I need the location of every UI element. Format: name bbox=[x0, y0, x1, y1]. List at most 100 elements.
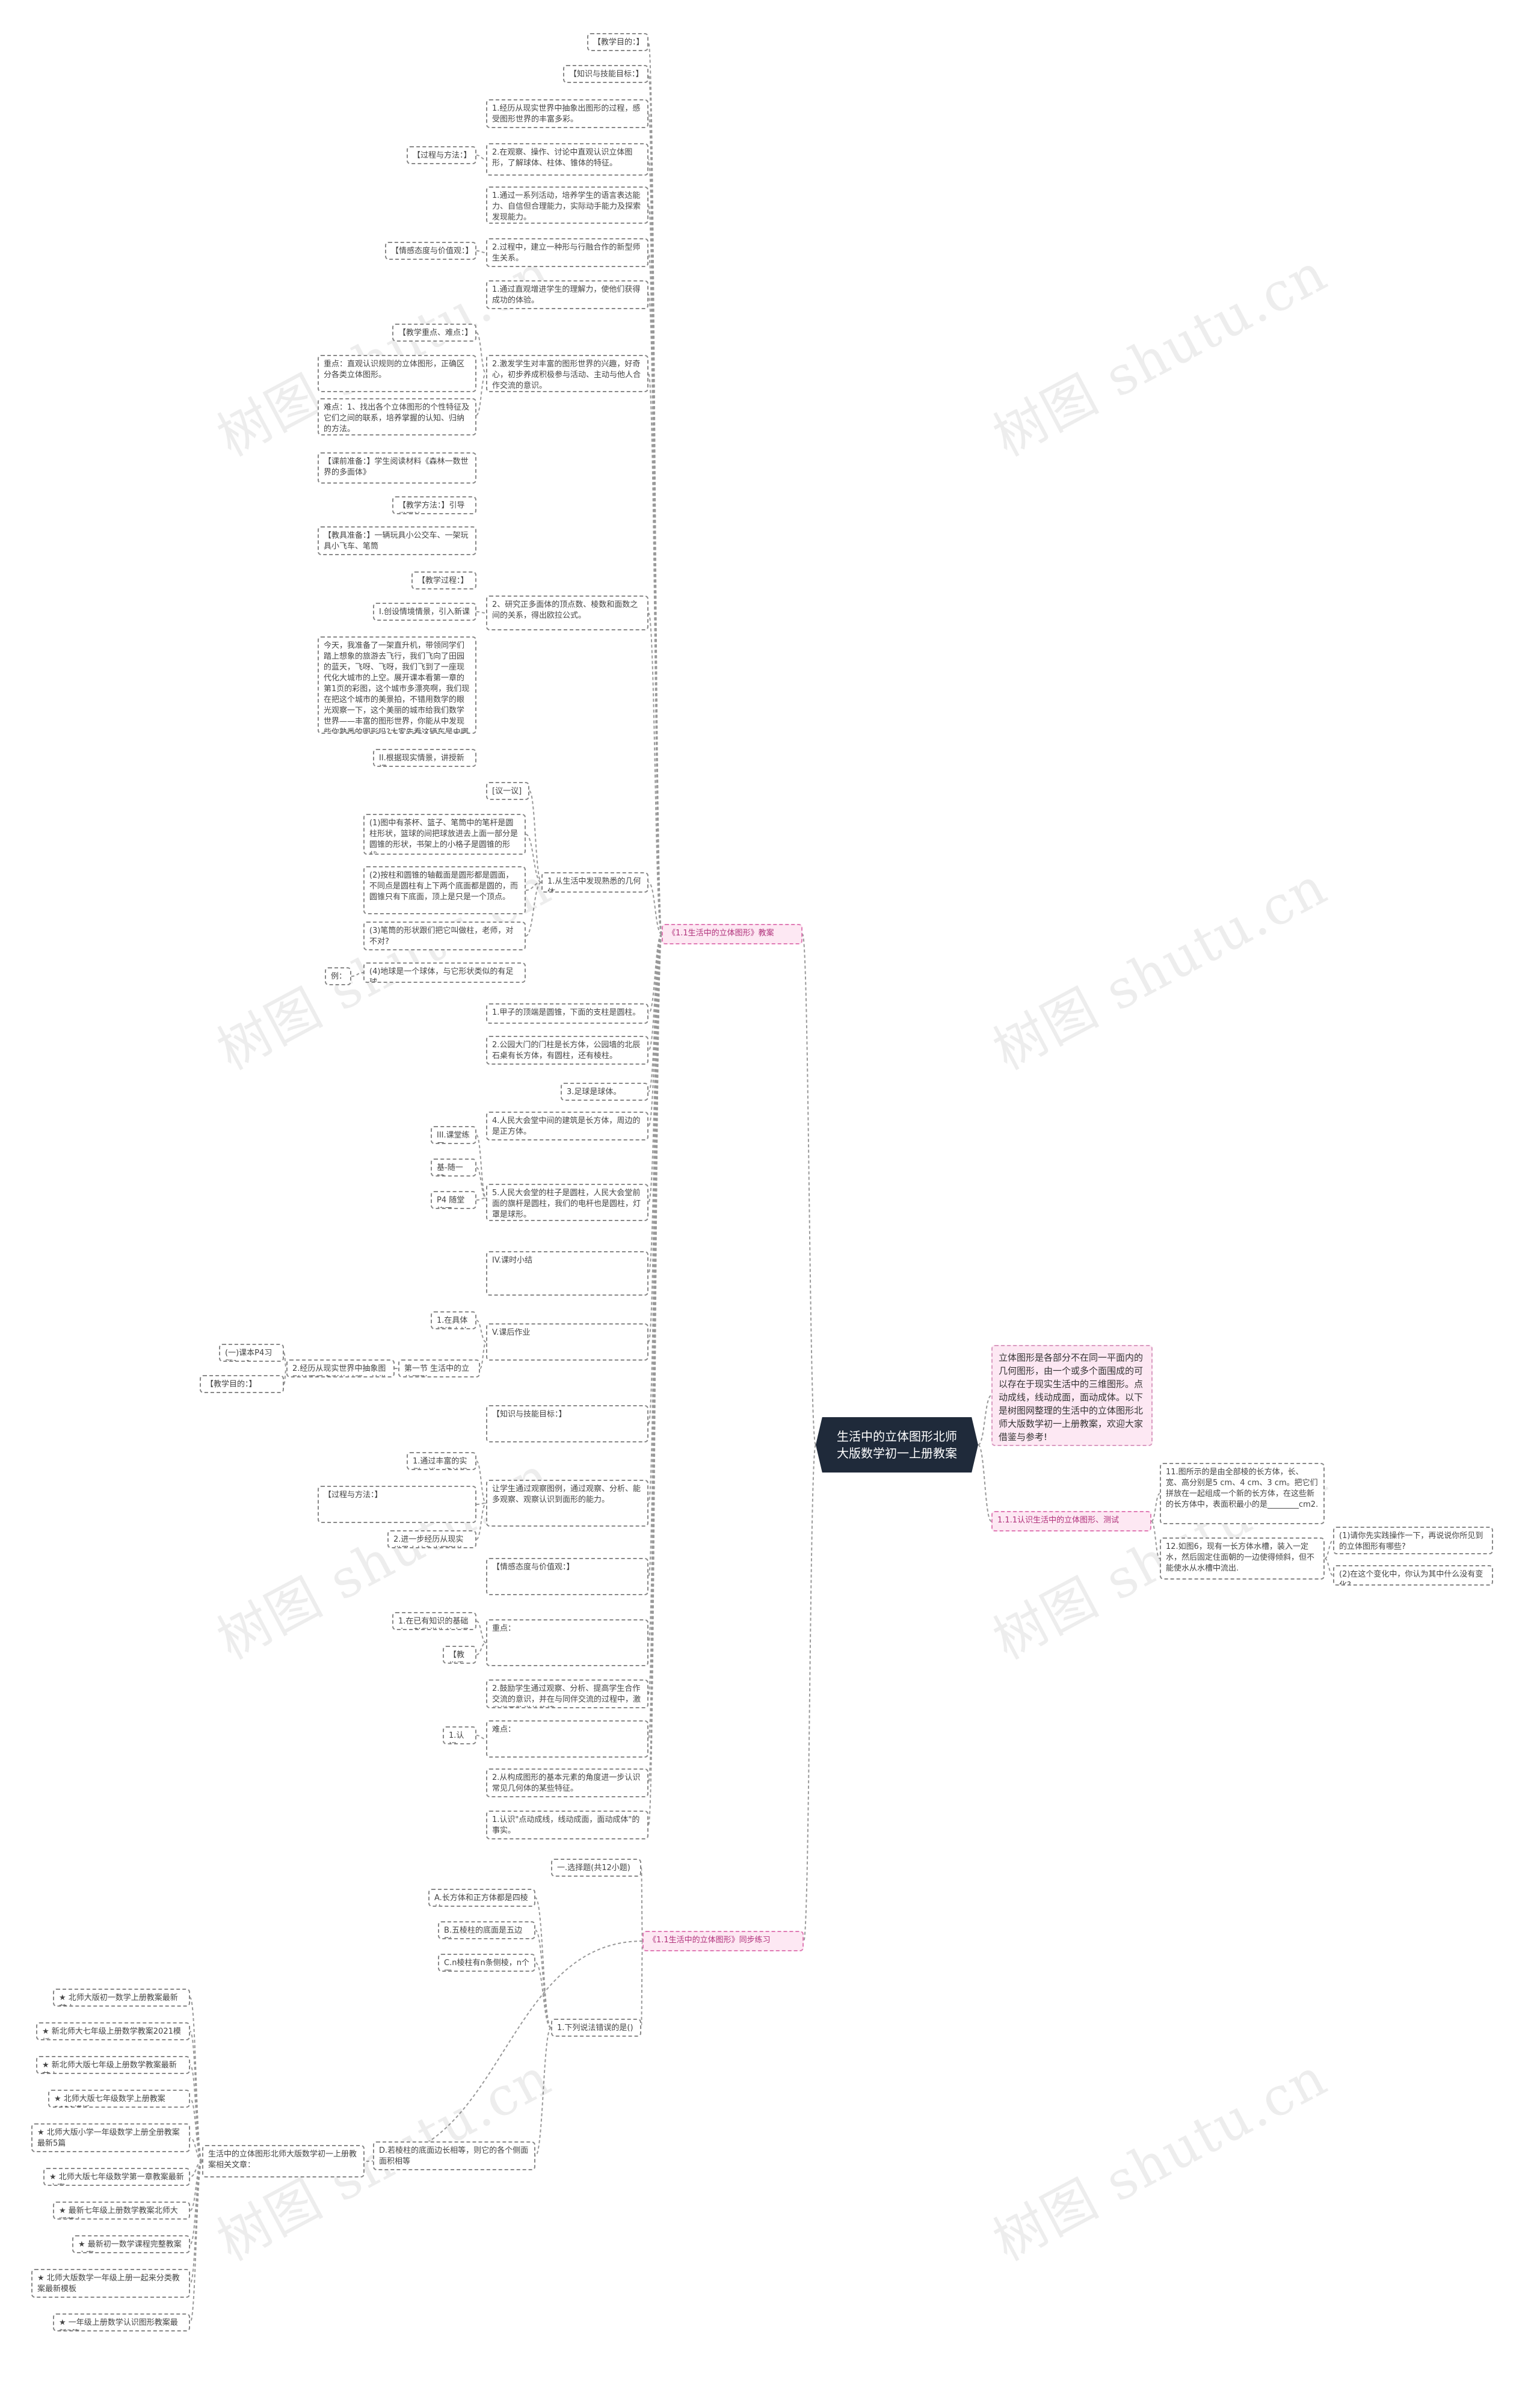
lesson-plan-item[interactable]: 难点： bbox=[486, 1720, 648, 1758]
connector bbox=[648, 934, 662, 1826]
intro-node[interactable]: 立体图形是各部分不在同一平面内的几何图形，由一个或多个面围成的可以存在于现实生活… bbox=[991, 1345, 1153, 1446]
lesson-plan-item[interactable]: 1.通过丰富的实例，进一步认识点、线、面，初步感受点、线、面之间的关系。 bbox=[407, 1452, 476, 1470]
related-article-link[interactable]: ★ 北师大版数学一年级上册一起来分类教案最新模板 bbox=[31, 2269, 190, 2298]
related-article-link[interactable]: ★ 北师大版七年级数学第一章教案最新文案 bbox=[43, 2168, 190, 2186]
connector bbox=[978, 1444, 992, 1522]
connector bbox=[1151, 1521, 1160, 1559]
connector bbox=[476, 1460, 487, 1504]
lesson-plan-item[interactable]: 今天，我准备了一架直升机，带领同学们踏上想象的旅游去飞行，我们飞向了田园的蓝天，… bbox=[318, 636, 476, 734]
lesson-plan-item[interactable]: 1.在具体情境中认识了圆柱、圆锥、正方体、长方体、棱柱、球，并能用自己的语言描述… bbox=[431, 1311, 476, 1329]
practice-item[interactable]: 生活中的立体图形北师大版数学初一上册教案相关文章： bbox=[202, 2145, 365, 2177]
branch-lesson-plan[interactable]: 《1.1生活中的立体图形》教案 bbox=[662, 924, 802, 944]
lesson-plan-item[interactable]: III.课堂练习 bbox=[431, 1126, 476, 1144]
lesson-plan-item[interactable]: 1.通过直观增进学生的理解力，使他们获得成功的体验。 bbox=[486, 280, 648, 309]
practice-item[interactable]: 一.选择题(共12小题) bbox=[551, 1859, 641, 1877]
lesson-plan-item[interactable]: 【教学目的：】 bbox=[200, 1375, 284, 1393]
lesson-plan-item[interactable]: II.根据现实情景，讲授新课 bbox=[373, 749, 476, 767]
lesson-plan-item[interactable]: 【情感态度与价值观：】 bbox=[385, 242, 476, 260]
lesson-plan-item[interactable]: 2.在观察、操作、讨论中直观认识立体图形，了解球体、柱体、锥体的特征。 bbox=[486, 143, 648, 176]
practice-item[interactable]: B.五棱柱的底面是五边形 bbox=[438, 1921, 535, 1939]
lesson-plan-item[interactable]: 【教学目的：】 bbox=[587, 33, 648, 51]
connector bbox=[476, 1735, 487, 1740]
lesson-plan-item[interactable]: 2.鼓励学生通过观察、分析、提高学生合作交流的意识，并在与同伴交流的过程中，激发… bbox=[486, 1679, 648, 1708]
connector bbox=[283, 1368, 287, 1385]
related-article-link[interactable]: ★ 北师大版小学一年级数学上册全册教案最新5篇 bbox=[31, 2123, 190, 2152]
lesson-plan-item[interactable]: 2.从构成图形的基本元素的角度进一步认识常见几何体的某些特征。 bbox=[486, 1768, 648, 1797]
connector bbox=[476, 1503, 487, 1505]
lesson-plan-item[interactable]: 【知识与技能目标：】 bbox=[563, 65, 648, 83]
connector bbox=[189, 2098, 203, 2162]
lesson-plan-item[interactable]: 【情感态度与价值观：】 bbox=[486, 1558, 648, 1595]
lesson-plan-item[interactable]: 2.过程中，建立一种形与行融合作的新型师生关系。 bbox=[486, 238, 648, 267]
lesson-plan-item[interactable]: 【教学方法：】引导发现法 bbox=[392, 496, 476, 514]
lesson-plan-item[interactable]: 【教学过程：】 bbox=[411, 571, 476, 589]
related-article-link[interactable]: ★ 一年级上册数学认识图形教案最新5篇 bbox=[53, 2313, 190, 2331]
lesson-plan-item[interactable]: 4.人民大会堂中间的建筑是长方体，周边的是正方体。 bbox=[486, 1112, 648, 1140]
lesson-plan-item[interactable]: 1.在已有知识的基础上，鼓励学生从大况量的实例中认真主动的思考，形成推立思考问题… bbox=[392, 1612, 476, 1630]
lesson-plan-item[interactable]: 难点：1、找出各个立体图形的个性特征及它们之间的联系，培养掌握的认知、归纳的方法… bbox=[318, 398, 476, 435]
connector bbox=[648, 373, 662, 935]
practice-item[interactable]: 1.下列说法错误的是() bbox=[551, 2019, 641, 2037]
lesson-plan-item[interactable]: (1)图中有茶杯、篮子、笔筒中的笔杆是圆柱形状，篮球的间把球放进去上面一部分是圆… bbox=[363, 814, 526, 855]
lesson-plan-item[interactable]: 2、研究正多面体的顶点数、棱数和面数之间的关系，得出欧拉公式。 bbox=[486, 596, 648, 630]
connector bbox=[529, 790, 542, 883]
lesson-plan-item[interactable]: 【过程与方法：】 bbox=[407, 146, 476, 164]
lesson-plan-item[interactable]: 基-随一随 bbox=[431, 1159, 476, 1177]
related-article-link[interactable]: ★ 最新七年级上册数学教案北师大版范文 bbox=[53, 2202, 190, 2220]
practice-item[interactable]: A.长方体和正方体都是四棱柱 bbox=[428, 1889, 535, 1907]
root-topic[interactable]: 生活中的立体图形北师大版数学初一上册教案 bbox=[816, 1417, 978, 1473]
lesson-plan-item[interactable]: 1.从生活中发现熟悉的几何体。 bbox=[541, 872, 648, 893]
lesson-plan-item[interactable]: 【过程与方法：】 bbox=[318, 1486, 476, 1523]
lesson-plan-item[interactable]: IV.课时小结 bbox=[486, 1251, 648, 1296]
lesson-plan-item[interactable]: 【知识与技能目标：】 bbox=[486, 1405, 648, 1442]
connector bbox=[476, 1320, 487, 1343]
lesson-plan-item[interactable]: (3)笔筒的形状跟们把它叫做柱，老师，对不对? bbox=[363, 922, 526, 950]
lesson-plan-item[interactable]: 3.足球是球体。 bbox=[561, 1083, 648, 1101]
lesson-plan-item[interactable]: I.创设情境情景，引入新课 bbox=[373, 603, 476, 621]
question-12b[interactable]: (2)在这个变化中，你认为其中什么没有变化? bbox=[1333, 1565, 1493, 1586]
connector bbox=[648, 934, 662, 1203]
connector bbox=[476, 1198, 487, 1201]
lesson-plan-item[interactable]: 1.认识点、线、面，初步感受点、线、面的关系。 bbox=[443, 1726, 476, 1744]
lesson-plan-item[interactable]: 例： bbox=[325, 967, 351, 985]
lesson-plan-item[interactable]: 1.通过一系列活动，培养学生的语言表达能力、自信但合理能力，实际动手能力及探索发… bbox=[486, 186, 648, 224]
lesson-plan-item[interactable]: 2.激发学生对丰富的图形世界的兴趣，好奇心，初步养成积极参与活动、主动与他人合作… bbox=[486, 355, 648, 392]
lesson-plan-item[interactable]: 2.进一步经历从现实世界中抽象出图形的过程，从构成图形的基本元素的角度认识常见几… bbox=[387, 1530, 476, 1548]
question-12a[interactable]: (1)请你先实践操作一下，再说说你所见到的立体图形有哪些? bbox=[1333, 1527, 1493, 1554]
question-12[interactable]: 12.如图6，现有一长方体水槽，装入一定水，然后固定住面朝的一边使得倾斜，但不能… bbox=[1160, 1537, 1325, 1580]
practice-item[interactable]: C.n棱柱有n条侧棱，n个面 bbox=[438, 1954, 535, 1972]
lesson-plan-item[interactable]: 1.经历从现实世界中抽象出图形的过程，感受图形世界的丰富多彩。 bbox=[486, 99, 648, 128]
lesson-plan-item[interactable]: (2)按柱和圆锥的轴截面是圆形都是圆面，不同点是圆柱有上下两个底面都是圆的，而圆… bbox=[363, 866, 526, 914]
lesson-plan-item[interactable]: [议一议] bbox=[486, 782, 529, 800]
related-article-link[interactable]: ★ 北师大版七年级数学上册教案2021模板 bbox=[48, 2090, 190, 2108]
lesson-plan-item[interactable]: (一)课本P4习题1、1 bbox=[219, 1344, 284, 1362]
lesson-plan-item[interactable]: 5.人民大会堂的柱子是圆柱，人民大会堂前面的旗杆是圆柱，我们的电杆也是圆柱，灯罩… bbox=[486, 1184, 648, 1221]
lesson-plan-item[interactable]: 1.甲子的顶端是圆锥，下面的支柱是圆柱。 bbox=[486, 1003, 648, 1024]
connector bbox=[535, 1930, 552, 2028]
question-11[interactable]: 11.图所示的是由全部棱的长方体，长、宽、高分别是5 cm、4 cm、3 cm。… bbox=[1160, 1463, 1325, 1524]
lesson-plan-item[interactable]: 2.经历从现实世界中抽象图形前平采多彩的过程，并学会了与同伴合作交流。 bbox=[286, 1359, 395, 1377]
lesson-plan-item[interactable]: 1.认识"点动成线，线动成面，面动成体"的事实。 bbox=[486, 1811, 648, 1839]
branch-practice[interactable]: 《1.1生活中的立体图形》同步练习 bbox=[642, 1931, 804, 1951]
lesson-plan-item[interactable]: (4)地球是一个球体，与它形状类似的有足球 bbox=[363, 962, 526, 983]
lesson-plan-item[interactable]: 重点：直观认识规则的立体图形，正确区分各类立体图形。 bbox=[318, 355, 476, 392]
lesson-plan-item[interactable]: V.课后作业 bbox=[486, 1323, 648, 1361]
related-article-link[interactable]: ★ 最新初一数学课程完整教案文案 bbox=[72, 2235, 190, 2253]
lesson-plan-item[interactable]: P4 随堂练习 bbox=[431, 1191, 476, 1209]
lesson-plan-item[interactable]: 2.公园大门的门柱是长方体，公园墙的北辰石桌有长方体，有圆柱，还有棱柱。 bbox=[486, 1036, 648, 1065]
connector bbox=[1151, 1493, 1160, 1522]
practice-item[interactable]: D.若棱柱的底面边长相等，则它的各个侧面面积相等 bbox=[373, 2141, 535, 2170]
lesson-plan-item[interactable]: 【课前准备：】学生阅读材料《森林一数世界的多面体》 bbox=[318, 452, 476, 484]
lesson-plan-item[interactable]: 【教具准备：】一辆玩具小公交车、一架玩具小飞车、笔筒 bbox=[318, 526, 476, 555]
lesson-plan-item[interactable]: 让学生通过观察图例，通过观察、分析、能多观察、观察认识到面形的能力。 bbox=[486, 1480, 648, 1527]
test-branch-label[interactable]: 1.1.1认识生活中的立体图形、测试 bbox=[991, 1511, 1151, 1531]
connector bbox=[476, 332, 487, 374]
related-article-link[interactable]: ★ 北师大版初一数学上册教案最新范文 bbox=[53, 1989, 190, 2007]
lesson-plan-item[interactable]: 重点： bbox=[486, 1619, 648, 1666]
lesson-plan-item[interactable]: 【教学重点、难点：】 bbox=[392, 324, 476, 342]
connector bbox=[978, 1395, 992, 1445]
lesson-plan-item[interactable]: 第一节 生活中的立体图形 bbox=[398, 1359, 480, 1377]
related-article-link[interactable]: ★ 新北师大七年级上册数学教案2021模板 bbox=[36, 2022, 190, 2040]
lesson-plan-item[interactable]: 【教学重点、难点：】 bbox=[443, 1646, 476, 1664]
related-article-link[interactable]: ★ 新北师大版七年级上册数学教案最新范文 bbox=[36, 2056, 190, 2074]
